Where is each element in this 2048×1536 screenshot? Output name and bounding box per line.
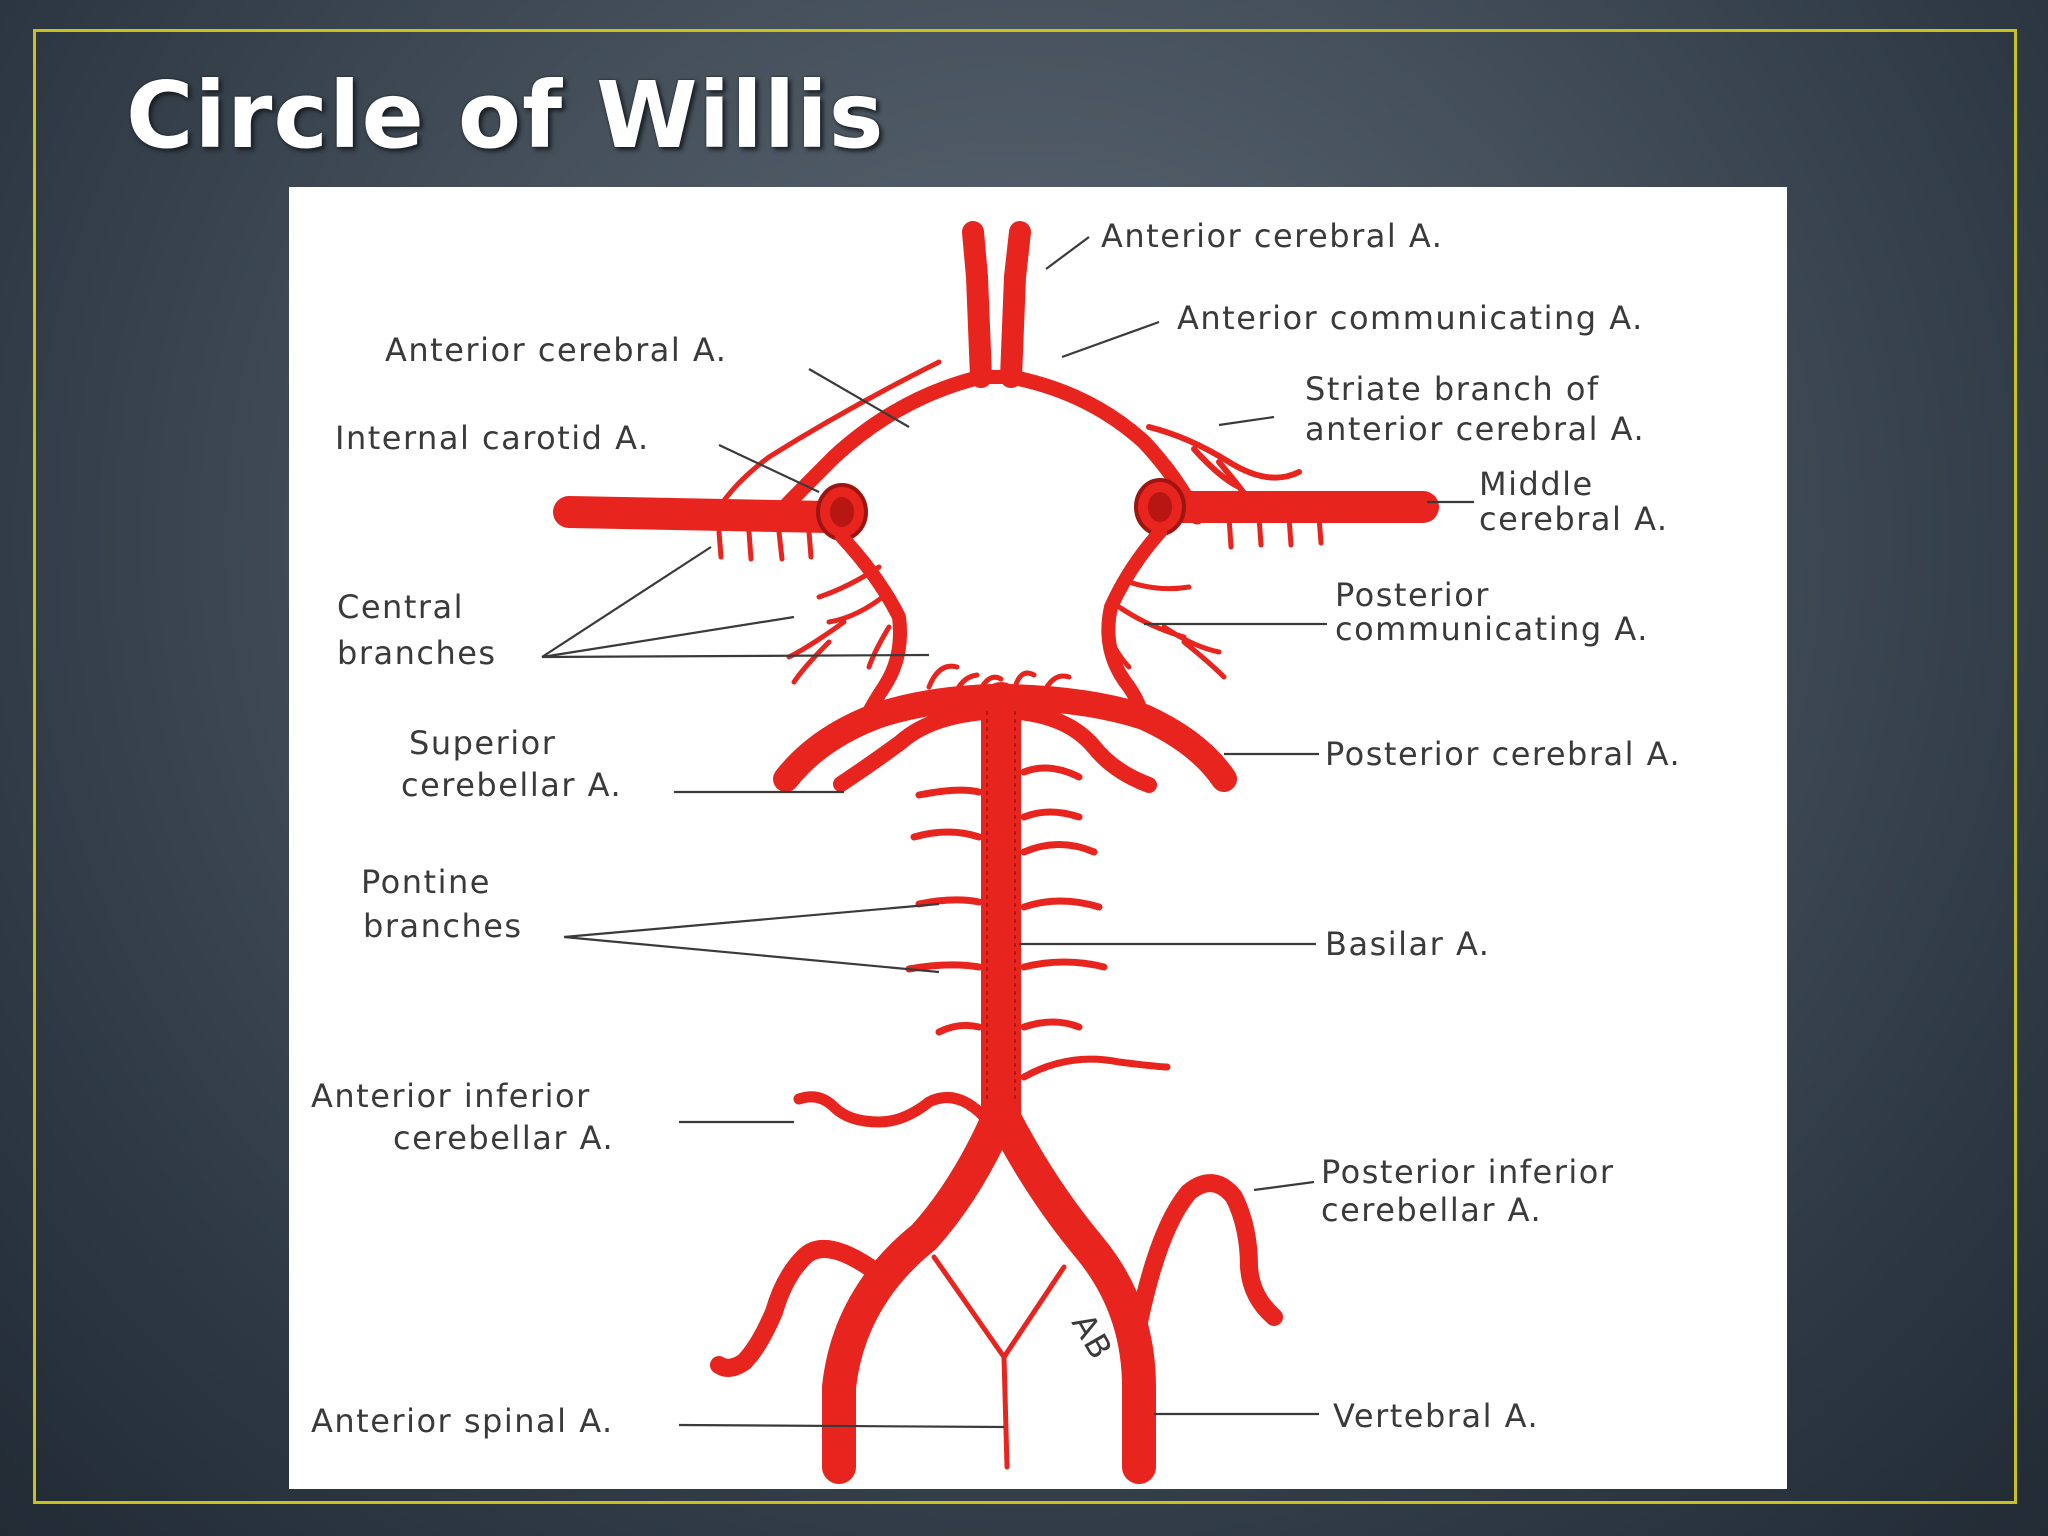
internal-carotid-left-lumen bbox=[830, 497, 854, 527]
basilar-shading bbox=[986, 711, 1016, 1108]
leader-anterior-cerebral-left bbox=[808, 368, 910, 428]
label-superior-cerebellar-line1: Superior bbox=[409, 724, 556, 762]
vertebral-left bbox=[822, 1095, 1018, 1484]
posterior-inferior-cerebellar-left bbox=[710, 1240, 878, 1377]
slide-frame bbox=[33, 29, 2017, 1504]
label-striate-line1: Striate branch of bbox=[1305, 370, 1600, 408]
leader-central-1 bbox=[541, 546, 712, 658]
pontine-branches bbox=[905, 764, 1171, 1081]
anterior-cerebral-right-arc bbox=[1003, 369, 1205, 525]
label-pontine-line2: branches bbox=[363, 907, 523, 945]
label-posterior-cerebral: Posterior cerebral A. bbox=[1325, 735, 1681, 773]
label-posterior-communicating-line1: Posterior bbox=[1335, 576, 1490, 614]
left-arc-branch bbox=[711, 359, 942, 520]
label-central-line2: branches bbox=[337, 634, 497, 672]
posterior-cerebral-right bbox=[996, 684, 1237, 792]
label-pontine-line1: Pontine bbox=[361, 863, 491, 901]
label-posterior-communicating-line2: communicating A. bbox=[1335, 610, 1649, 648]
posterior-inferior-cerebellar-right bbox=[1130, 1174, 1283, 1331]
posterior-cerebral-left bbox=[773, 684, 1005, 792]
label-vertebral: Vertebral A. bbox=[1333, 1397, 1539, 1435]
label-anterior-spinal: Anterior spinal A. bbox=[311, 1402, 614, 1440]
label-basilar: Basilar A. bbox=[1325, 925, 1490, 963]
circle-of-willis-diagram: AB Anterior cerebral A. Anterior communi… bbox=[311, 217, 1681, 1484]
leader-pontine-1 bbox=[563, 902, 940, 939]
diagram-panel: AB Anterior cerebral A. Anterior communi… bbox=[289, 187, 1787, 1489]
label-superior-cerebellar-line2: cerebellar A. bbox=[401, 766, 622, 804]
central-branches-right bbox=[1106, 514, 1324, 680]
slide-title: Circle of Willis bbox=[126, 62, 885, 169]
anterior-spinal-artery bbox=[931, 1254, 1067, 1470]
anterior-cerebral-left-stem bbox=[962, 221, 992, 388]
label-anterior-cerebral-right: Anterior cerebral A. bbox=[1101, 217, 1443, 255]
posterior-communicating-left bbox=[835, 530, 907, 719]
leader-pica bbox=[1253, 1180, 1315, 1192]
leader-anterior-spinal bbox=[678, 1423, 1005, 1429]
anterior-cerebral-left-arc bbox=[767, 369, 989, 525]
superior-cerebellar-left bbox=[833, 704, 992, 792]
label-aica-line1: Anterior inferior bbox=[311, 1077, 591, 1115]
leader-lines bbox=[541, 236, 1474, 1429]
anterior-inferior-cerebellar bbox=[793, 1091, 995, 1128]
label-pica-line2: cerebellar A. bbox=[1321, 1191, 1542, 1229]
leader-anterior-communicating bbox=[1061, 320, 1160, 359]
artery-illustration bbox=[553, 221, 1439, 1484]
leader-anterior-cerebral-right bbox=[1045, 236, 1090, 270]
superior-cerebellar-right bbox=[1011, 704, 1157, 793]
label-anterior-cerebral-left: Anterior cerebral A. bbox=[385, 331, 727, 369]
anterior-cerebral-right-stem bbox=[1000, 221, 1031, 388]
leader-central-3 bbox=[541, 653, 930, 659]
central-branches-left bbox=[716, 529, 902, 685]
labels: Anterior cerebral A. Anterior communicat… bbox=[311, 217, 1681, 1440]
label-middle-cerebral-line2: cerebral A. bbox=[1479, 500, 1669, 538]
leader-pontine-2 bbox=[563, 935, 940, 974]
label-aica-line2: cerebellar A. bbox=[393, 1119, 614, 1157]
label-anterior-communicating: Anterior communicating A. bbox=[1177, 299, 1644, 337]
label-middle-cerebral-line1: Middle bbox=[1479, 465, 1594, 503]
vertebral-right bbox=[984, 1095, 1156, 1484]
middle-cerebral-left-trunk bbox=[553, 496, 845, 533]
label-pica-line1: Posterior inferior bbox=[1321, 1153, 1615, 1191]
internal-carotid-right-lumen bbox=[1148, 492, 1172, 522]
label-central-line1: Central bbox=[337, 588, 464, 626]
label-striate-line2: anterior cerebral A. bbox=[1305, 410, 1645, 448]
central-branches-bottom bbox=[926, 663, 1072, 700]
striate-branches bbox=[1146, 424, 1302, 510]
leader-striate bbox=[1218, 415, 1275, 427]
label-internal-carotid: Internal carotid A. bbox=[335, 419, 650, 457]
posterior-communicating-right bbox=[1101, 525, 1167, 719]
leader-central-2 bbox=[541, 615, 795, 659]
leader-internal-carotid bbox=[718, 444, 820, 493]
